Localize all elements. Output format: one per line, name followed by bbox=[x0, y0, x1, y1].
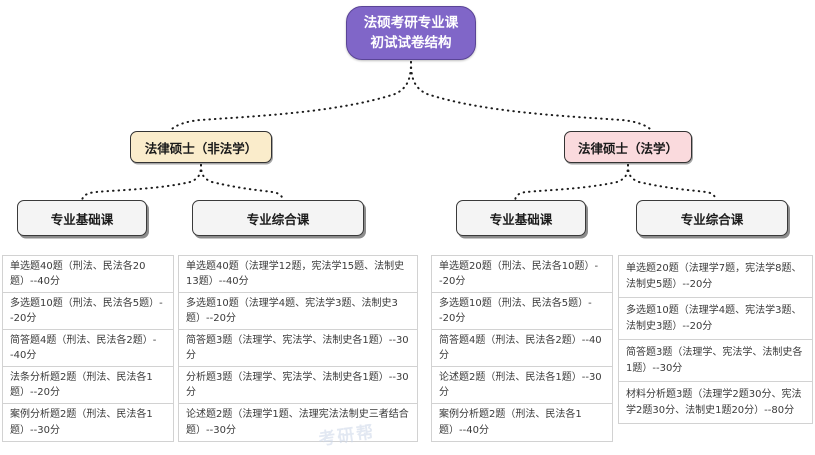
root-title-line1: 法硕考研专业课 bbox=[363, 15, 459, 31]
list-item: 多选题10题（刑法、民法各5题）--20分 bbox=[3, 293, 173, 330]
list-item: 多选题10题（法理学4题、宪法学3题、法制史3题）--20分 bbox=[179, 293, 417, 330]
list-item: 论述题2题（法理学1题、法理宪法法制史三者结合题）--30分 bbox=[186, 409, 409, 436]
list-item: 单选题20题（刑法、民法各10题）--20分 bbox=[432, 256, 612, 293]
list-item: 简答题4题（刑法、民法各2题）--40分 bbox=[432, 330, 612, 367]
list-item: 简答题3题（法理学、宪法学、法制史各1题）--30分 bbox=[619, 340, 812, 382]
list-item: 简答题4题（刑法、民法各2题）--40分 bbox=[3, 330, 173, 367]
branch-node-non-law[interactable]: 法律硕士（非法学） bbox=[130, 131, 272, 163]
root-title-line2: 初试试卷结构 bbox=[370, 35, 452, 50]
category-node-basic-law[interactable]: 专业基础课 bbox=[456, 200, 586, 236]
detail-list-basic-law: 单选题20题（刑法、民法各10题）--20分 多选题10题（刑法、民法各5题）-… bbox=[431, 255, 613, 442]
detail-list-comprehensive-nonlaw: 单选题40题（法理学12题，宪法学15题、法制史13题）--40分 多选题10题… bbox=[178, 255, 418, 442]
detail-list-comprehensive-law: 单选题20题（法理学7题，宪法学8题、法制史5题）--20分 多选题10题（法理… bbox=[618, 255, 813, 424]
list-item: 法条分析题2题（刑法、民法各1题）--20分 bbox=[3, 367, 173, 404]
category-node-comprehensive-nonlaw[interactable]: 专业综合课 bbox=[192, 200, 364, 236]
list-item: 单选题20题（法理学7题，宪法学8题、法制史5题）--20分 bbox=[619, 256, 812, 298]
list-item: 分析题3题（法理学、宪法学、法制史各1题）--30分 bbox=[179, 367, 417, 404]
list-item: 案例分析题2题（刑法、民法各1题）--30分 bbox=[10, 409, 153, 436]
list-item: 多选题10题（法理学4题、宪法学3题、法制史3题）--20分 bbox=[619, 298, 812, 340]
category-node-comprehensive-law[interactable]: 专业综合课 bbox=[636, 200, 788, 236]
list-item: 案例分析题2题（刑法、民法各1题）--40分 bbox=[439, 409, 582, 436]
list-item: 多选题10题（刑法、民法各5题）--20分 bbox=[432, 293, 612, 330]
list-item: 单选题40题（刑法、民法各20题）--40分 bbox=[3, 256, 173, 293]
list-item: 材料分析题3题（法理学2题30分、宪法学2题30分、法制史1题20分）--80分 bbox=[626, 389, 802, 416]
branch-node-law[interactable]: 法律硕士（法学） bbox=[564, 131, 692, 163]
category-node-basic-nonlaw[interactable]: 专业基础课 bbox=[17, 200, 147, 236]
root-node[interactable]: 法硕考研专业课 初试试卷结构 bbox=[346, 6, 476, 60]
list-item: 简答题3题（法理学、宪法学、法制史各1题）--30分 bbox=[179, 330, 417, 367]
list-item: 论述题2题（刑法、民法各1题）--30分 bbox=[432, 367, 612, 404]
detail-list-basic-nonlaw: 单选题40题（刑法、民法各20题）--40分 多选题10题（刑法、民法各5题）-… bbox=[2, 255, 174, 442]
list-item: 单选题40题（法理学12题，宪法学15题、法制史13题）--40分 bbox=[179, 256, 417, 293]
